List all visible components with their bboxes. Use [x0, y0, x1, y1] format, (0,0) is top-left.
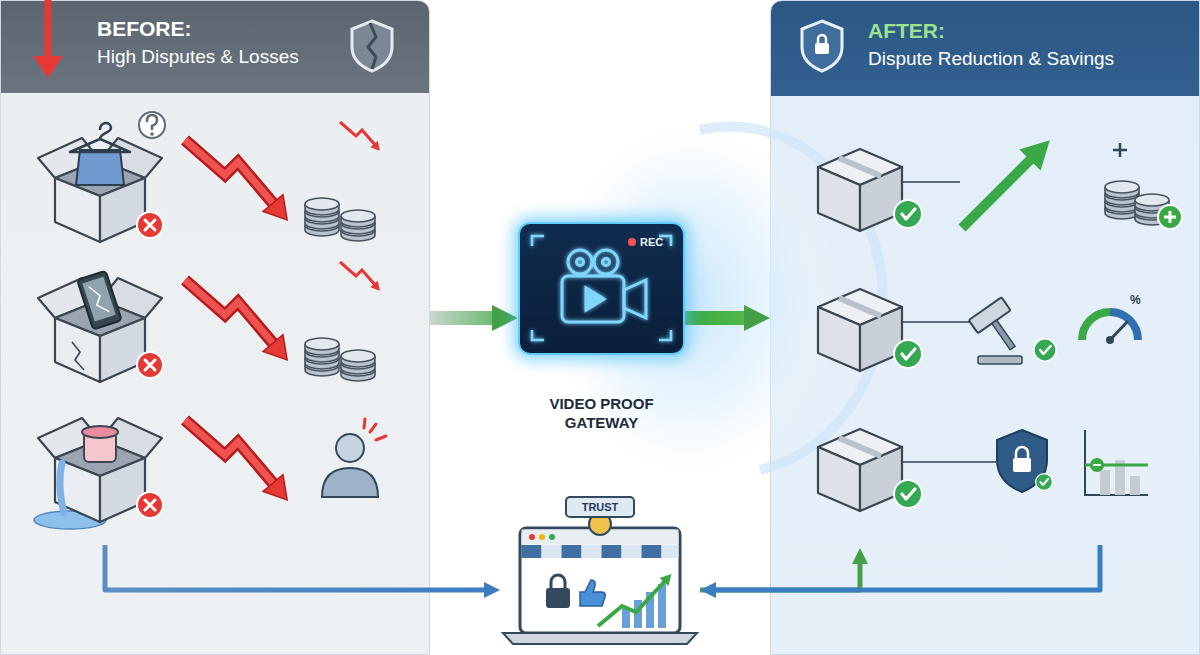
gauge-symbol: % — [1130, 293, 1141, 307]
storefront-illustration — [566, 497, 634, 517]
node-subheading: Dispute Reduction & Savings — [868, 48, 1114, 70]
storefront-illustration — [520, 528, 680, 633]
storefront-illustration — [660, 570, 676, 586]
node-heading: TRUST — [566, 500, 634, 514]
storefront-illustration — [503, 633, 697, 644]
storefront-illustration — [580, 580, 605, 606]
storefront-illustration — [589, 513, 611, 535]
storefront-illustration — [622, 545, 642, 558]
before-panel: BEFORE: High Disputes & Losses — [0, 0, 430, 655]
storefront-illustration — [549, 534, 555, 540]
node-heading: VIDEO PROOF GATEWAY — [531, 394, 672, 432]
storefront-illustration — [598, 580, 666, 626]
node-heading: BEFORE: — [97, 17, 192, 41]
gateway-input-arrow — [430, 311, 518, 325]
storefront-illustration — [602, 545, 622, 558]
storefront-illustration — [546, 588, 570, 608]
storefront-illustration — [503, 497, 697, 644]
storefront-illustration — [662, 545, 679, 558]
after-panel: AFTER: Dispute Reduction & Savings — [770, 0, 1200, 655]
storefront-illustration — [529, 534, 535, 540]
storefront-illustration — [646, 592, 654, 628]
record-indicator: REC — [640, 236, 663, 248]
gateway-output-arrow — [685, 311, 770, 325]
storefront-illustration — [562, 545, 582, 558]
node-subheading: High Disputes & Losses — [97, 46, 299, 68]
storefront-illustration — [642, 545, 662, 558]
storefront-illustration — [551, 575, 565, 588]
storefront-illustration — [542, 545, 562, 558]
storefront-illustration — [522, 545, 542, 558]
trust-storefront: TRUST — [500, 488, 700, 648]
storefront-illustration — [634, 600, 642, 628]
storefront-illustration — [539, 534, 545, 540]
storefront-illustration — [522, 530, 679, 545]
storefront-illustration — [582, 545, 602, 558]
node-heading: AFTER: — [868, 19, 945, 43]
storefront-illustration — [658, 584, 666, 628]
storefront-illustration — [622, 608, 630, 628]
